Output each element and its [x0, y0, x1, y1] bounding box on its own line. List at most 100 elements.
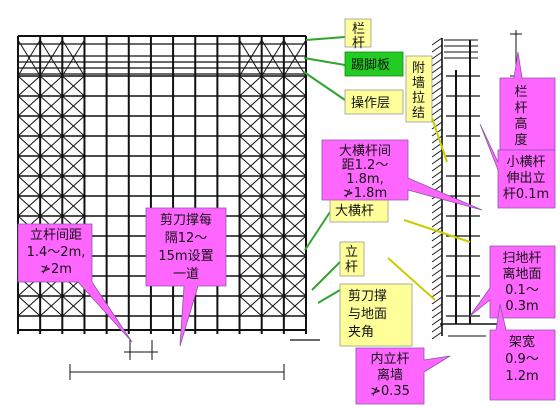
wall-hatch [431, 58, 443, 67]
label-cao-zuo-ceng: 操作层 [344, 89, 404, 115]
cross-brace [261, 115, 285, 137]
cross-brace [61, 39, 85, 77]
wall-hatch [431, 296, 443, 305]
cross-brace [39, 95, 63, 117]
label-jian-dao-text: 剪刀撑与地面夹角 [348, 288, 387, 340]
label-ti-jiao-ban: 踢脚板 [344, 51, 404, 77]
wall-hatch [431, 37, 443, 46]
wall-hatch [431, 331, 443, 340]
cross-brace [283, 255, 307, 277]
cross-brace [283, 75, 307, 97]
wall-hatch [431, 107, 443, 116]
cross-brace [239, 235, 263, 257]
wall-hatch [431, 219, 443, 228]
wall-hatch [431, 100, 443, 109]
cross-brace [61, 295, 85, 317]
cross-brace [39, 295, 63, 317]
wall-hatch [431, 121, 443, 130]
wall-hatch [431, 289, 443, 298]
cross-brace [261, 75, 285, 97]
wall-hatch [431, 135, 443, 144]
leader-lan-gan [305, 36, 346, 41]
cross-brace [61, 135, 85, 157]
wall-hatch [431, 44, 443, 53]
cross-brace [17, 155, 41, 177]
wall-hatch [431, 247, 443, 256]
wall-hatch [431, 233, 443, 242]
cross-brace [17, 135, 41, 157]
cross-brace [239, 275, 263, 297]
cross-brace [283, 115, 307, 137]
cross-brace [17, 75, 41, 97]
cross-brace [261, 255, 285, 277]
cross-brace [39, 135, 63, 157]
cross-brace [39, 195, 63, 217]
callout-da-heng-gan-text: 大横杆间距1.2～1.8m,≯1.8m [339, 144, 391, 201]
wall-hatch [431, 261, 443, 270]
label-lan-gan: 栏杆 [344, 18, 372, 51]
wall-hatch [431, 205, 443, 214]
leader-jian-dao-a [317, 289, 341, 304]
leader-cao-zuo-ceng [303, 71, 346, 101]
cross-brace [261, 39, 285, 77]
wall-hatch [431, 324, 443, 333]
label-li-gan-text: 立杆 [345, 245, 358, 275]
cross-brace [61, 175, 85, 197]
cross-brace [17, 195, 41, 217]
leader-ti-jiao-ban [303, 57, 346, 66]
cross-brace [17, 115, 41, 137]
cross-brace [261, 295, 285, 317]
cross-brace [239, 255, 263, 277]
label-li-gan: 立杆 [339, 241, 365, 277]
cross-brace [283, 275, 307, 297]
cross-brace [283, 235, 307, 257]
wall-hatch [431, 212, 443, 221]
callout-lan-gan-gao-du: 栏杆高度 [499, 51, 556, 151]
wall-hatch [431, 163, 443, 172]
wall-hatch [431, 149, 443, 158]
callout-xiao-heng-gan-text: 小横杆伸出立杆0.1m [503, 155, 549, 202]
wall-hatch [431, 177, 443, 186]
scaffold-frame [17, 35, 320, 380]
cross-brace [39, 155, 63, 177]
leader-da-heng-gan-b [403, 219, 471, 243]
cross-brace [239, 115, 263, 137]
leader-fu-qiang [431, 117, 448, 163]
wall-hatch [431, 282, 443, 291]
cross-brace [61, 75, 85, 97]
wall-hatch [431, 275, 443, 284]
cross-brace [283, 135, 307, 157]
cross-brace [239, 135, 263, 157]
wall-hatch [431, 310, 443, 319]
cross-brace [261, 95, 285, 117]
wall-hatch [431, 198, 443, 207]
label-jian-dao-cheng-jia-jiao: 剪刀撑与地面夹角 [339, 283, 413, 347]
cross-brace [17, 295, 41, 317]
wall-hatch [431, 79, 443, 88]
cross-brace [39, 115, 63, 137]
cross-brace [61, 115, 85, 137]
cross-brace [261, 195, 285, 217]
cross-brace [239, 155, 263, 177]
wall-hatch [431, 254, 443, 263]
cross-brace [61, 155, 85, 177]
label-fu-qiang-la-jie: 附墙拉结 [405, 55, 433, 123]
cross-brace [239, 295, 263, 317]
callout-nei-li-gan: 内立杆离墙≯0.35 [355, 347, 451, 405]
cross-brace [61, 195, 85, 217]
label-da-heng-gan-text: 大横杆 [335, 204, 374, 219]
cross-brace [39, 75, 63, 97]
cross-brace [261, 135, 285, 157]
wall-hatch [431, 240, 443, 249]
wall-hatch [431, 51, 443, 60]
cross-brace [283, 175, 307, 197]
cross-brace [261, 275, 285, 297]
wall-hatch [431, 93, 443, 102]
